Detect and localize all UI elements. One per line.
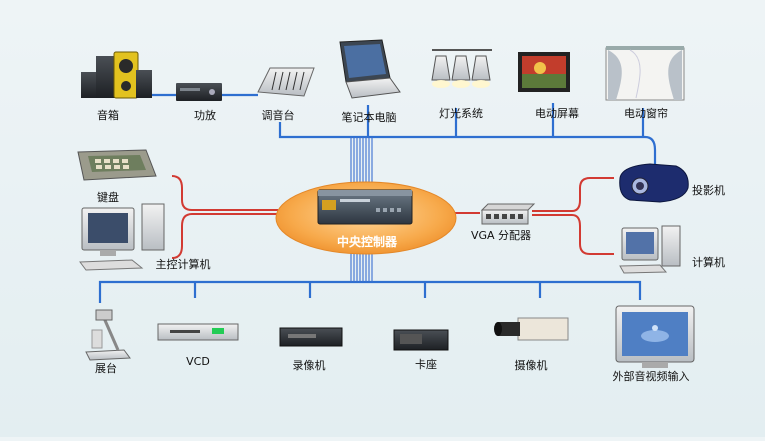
central-controller-label: 中央控制器	[336, 235, 397, 249]
central-controller	[275, 181, 457, 255]
mixer-icon	[257, 67, 315, 97]
motorized-curtain-icon	[605, 46, 685, 101]
label-video-recorder: 录像机	[292, 359, 326, 372]
label-external-av-input: 外部音视频输入	[612, 370, 690, 383]
label-lighting: 灯光系统	[439, 107, 483, 120]
main-computer-icon	[79, 203, 165, 271]
cable-bundle-bottom	[350, 252, 373, 282]
cassette-deck-icon	[393, 329, 449, 351]
cable-bundle-top	[350, 137, 373, 186]
label-vcd: VCD	[186, 355, 210, 368]
label-speaker: 音箱	[97, 109, 119, 122]
red-links	[171, 175, 614, 259]
label-video-camera: 摄像机	[514, 359, 548, 372]
video-camera-icon	[494, 317, 569, 341]
keyboard-panel-icon	[77, 149, 157, 181]
label-mixer: 调音台	[261, 109, 295, 122]
label-cassette-deck: 卡座	[415, 358, 437, 371]
label-main-computer: 主控计算机	[155, 258, 211, 271]
video-recorder-icon	[279, 327, 343, 347]
label-projector: 投影机	[692, 184, 725, 197]
bus-lines	[98, 93, 657, 303]
label-motorized-screen: 电动屏幕	[535, 107, 579, 120]
amplifier-icon	[176, 83, 222, 101]
label-computer: 计算机	[692, 256, 725, 269]
laptop-icon	[339, 39, 401, 99]
label-laptop: 笔记本电脑	[341, 111, 397, 124]
label-document-camera: 展台	[95, 362, 117, 375]
external-av-input-icon	[615, 305, 695, 368]
vga-splitter-icon	[480, 203, 536, 225]
motorized-screen-icon	[518, 52, 570, 92]
lighting-icon	[431, 49, 492, 88]
document-camera-icon	[85, 309, 131, 361]
computer-icon	[619, 225, 681, 274]
label-vga-splitter: VGA 分配器	[470, 229, 532, 242]
label-keyboard: 键盘	[97, 191, 119, 204]
vcd-player-icon	[157, 323, 239, 341]
speaker-icon	[81, 51, 152, 99]
label-motorized-curtain: 电动窗帘	[624, 107, 668, 120]
label-amplifier: 功放	[194, 109, 216, 122]
projector-icon	[619, 163, 689, 203]
